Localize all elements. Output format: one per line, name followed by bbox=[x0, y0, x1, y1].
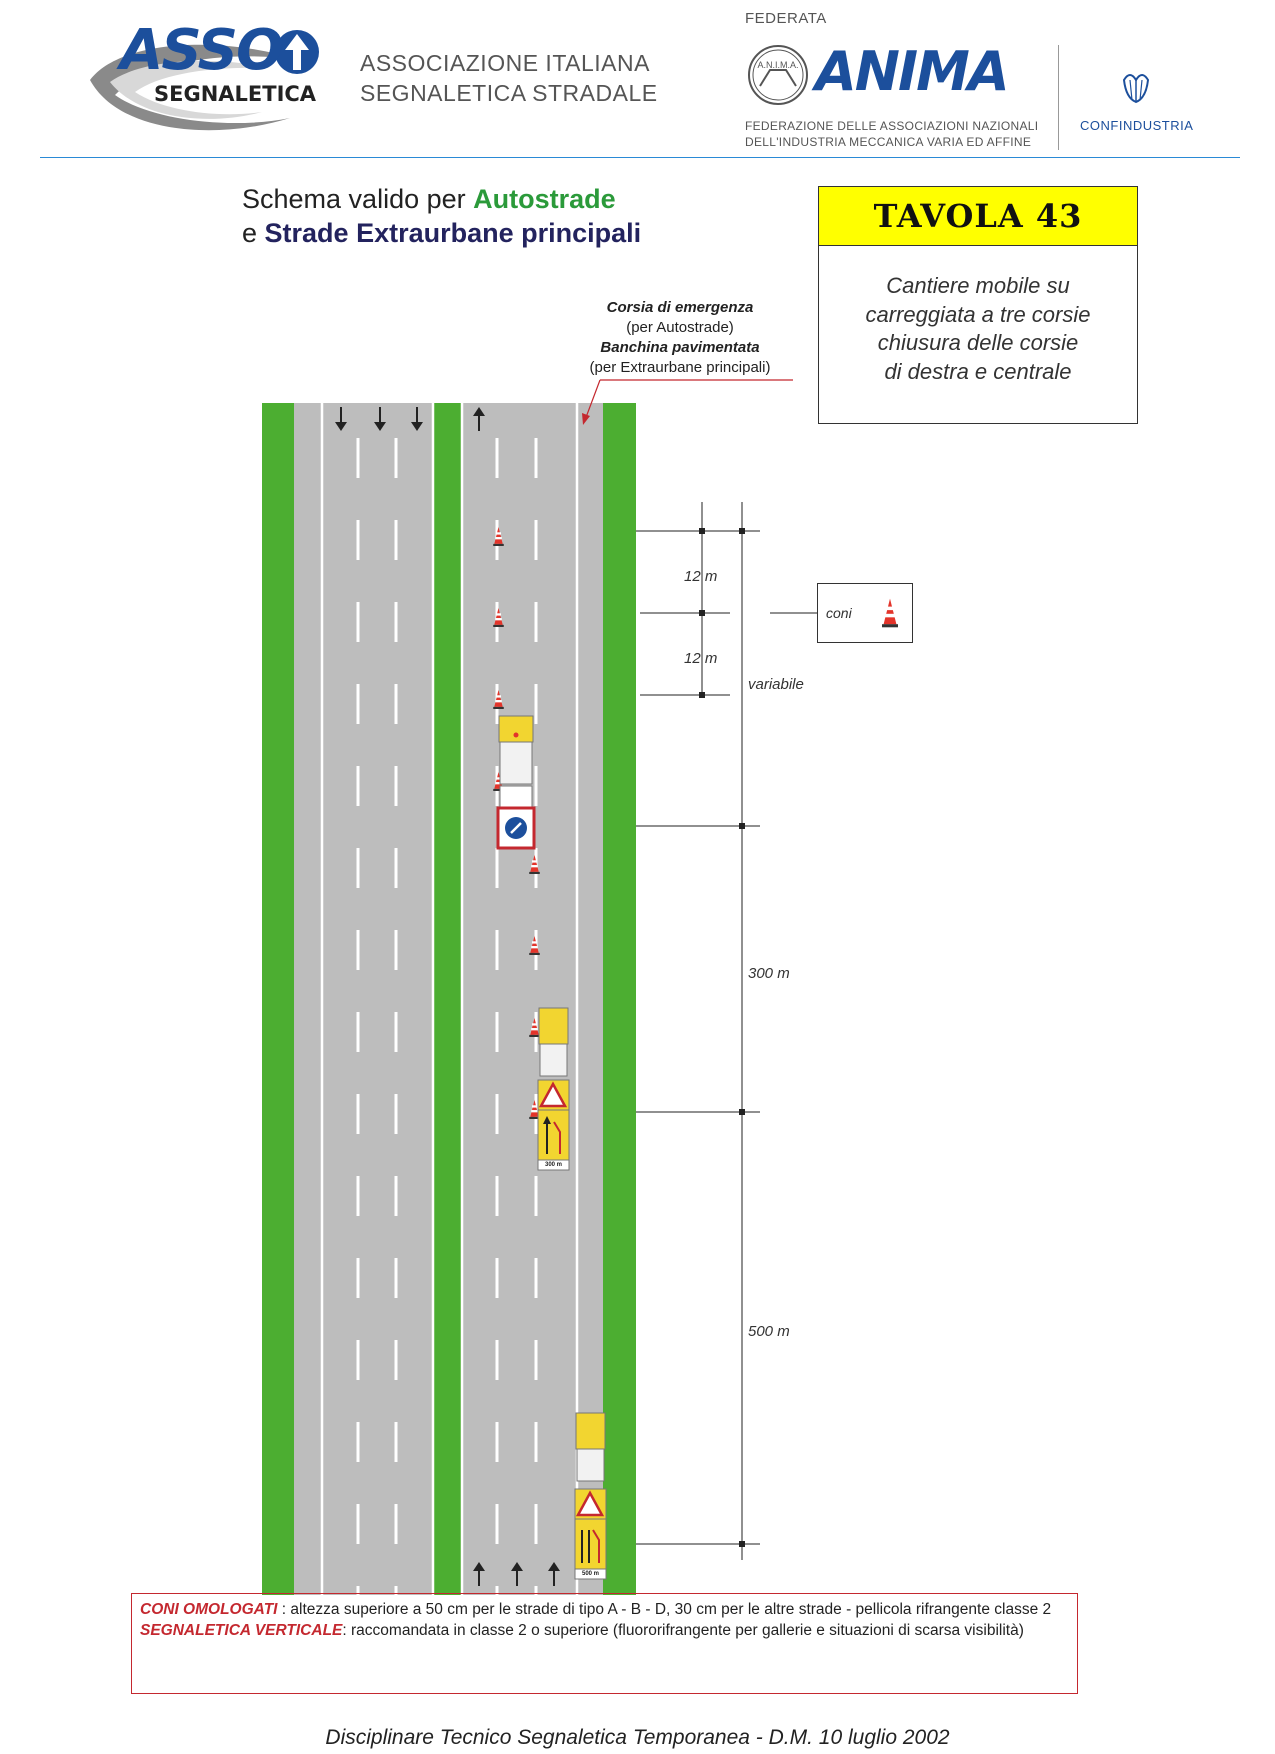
header-rule bbox=[40, 157, 1240, 158]
lane-dash bbox=[394, 438, 398, 478]
lane-dash bbox=[356, 766, 360, 806]
lane-dash bbox=[394, 1586, 398, 1626]
lane-dash bbox=[356, 1586, 360, 1626]
asso-logo bbox=[90, 30, 319, 131]
lane-dash bbox=[394, 1340, 398, 1380]
lane-dash bbox=[356, 1504, 360, 1544]
dimension-label-500m: 500 m bbox=[748, 1323, 790, 1340]
federata-label: FEDERATA bbox=[745, 10, 827, 27]
lane-dash bbox=[394, 684, 398, 724]
lane-dash bbox=[394, 1012, 398, 1052]
lane-dash bbox=[356, 930, 360, 970]
roadworks-sign-icon bbox=[538, 1081, 568, 1108]
cone-legend-label: coni bbox=[826, 605, 852, 621]
lane-dash bbox=[534, 1176, 538, 1216]
lane-dash bbox=[534, 1586, 538, 1626]
lane-dash bbox=[356, 520, 360, 560]
lane-dash bbox=[394, 1094, 398, 1134]
header-separator bbox=[1058, 45, 1059, 150]
lane-dash bbox=[495, 1340, 499, 1380]
lane-dash bbox=[394, 1258, 398, 1298]
panel-300m-label: 300 m bbox=[544, 1162, 562, 1168]
lane-dash bbox=[495, 438, 499, 478]
footer-reference: Disciplinare Tecnico Segnaletica Tempora… bbox=[325, 1726, 950, 1749]
dimension-label-12m-2: 12 m bbox=[684, 650, 718, 667]
left-grass bbox=[262, 403, 294, 1595]
dimension-label-12m-1: 12 m bbox=[684, 568, 718, 585]
median-grass bbox=[434, 403, 461, 1595]
lane-dash bbox=[394, 1422, 398, 1462]
road-plan bbox=[262, 403, 636, 1626]
confindustria-emblem-icon bbox=[1122, 74, 1150, 104]
notes-box bbox=[131, 1593, 1078, 1694]
lane-dash bbox=[394, 602, 398, 642]
lane-dash bbox=[534, 1422, 538, 1462]
tavola-description: Cantiere mobile su carreggiata a tre cor… bbox=[865, 273, 1091, 384]
note-coni-omologati: CONI OMOLOGATI : altezza superiore a 50 … bbox=[140, 1601, 1052, 1618]
right-carriageway bbox=[461, 403, 603, 1595]
signal-vehicle-3 bbox=[574, 1412, 607, 1580]
lane-dash bbox=[356, 684, 360, 724]
lane-dash bbox=[394, 1176, 398, 1216]
lane-dash bbox=[534, 602, 538, 642]
asso-logo-text: ASSO bbox=[120, 18, 284, 83]
anima-seal bbox=[748, 45, 808, 105]
lane-dash bbox=[356, 1340, 360, 1380]
right-grass bbox=[603, 403, 636, 1595]
protection-vehicle-1 bbox=[496, 715, 536, 850]
dimension-ticks bbox=[699, 528, 745, 1547]
lane-dash bbox=[495, 930, 499, 970]
note-segnaletica-verticale: SEGNALETICA VERTICALE: raccomandata in c… bbox=[140, 1622, 1024, 1639]
lane-dash bbox=[495, 1176, 499, 1216]
lane-dash bbox=[394, 1504, 398, 1544]
page-title: Schema valido per Autostrade e Strade Ex… bbox=[242, 184, 642, 248]
tavola-heading: TAVOLA 43 bbox=[819, 187, 1137, 246]
cone-legend-box bbox=[817, 583, 913, 643]
anima-seal-text: A.N.I.M.A. bbox=[757, 60, 799, 70]
lane-dash bbox=[495, 848, 499, 888]
lane-dash bbox=[495, 1094, 499, 1134]
confindustria-label: CONFINDUSTRIA bbox=[1080, 118, 1194, 133]
lane-dash bbox=[356, 848, 360, 888]
lane-dash bbox=[495, 1012, 499, 1052]
lane-dash bbox=[356, 602, 360, 642]
cone-icon bbox=[882, 598, 898, 628]
dimension-lines bbox=[636, 502, 817, 1560]
lane-dash bbox=[356, 1258, 360, 1298]
lane-dash bbox=[534, 1258, 538, 1298]
lane-dash bbox=[495, 1504, 499, 1544]
lane-dash bbox=[356, 438, 360, 478]
lane-dash bbox=[356, 1094, 360, 1134]
left-carriageway bbox=[294, 403, 434, 1595]
emergency-lane-note: Corsia di emergenza (per Autostrade) Ban… bbox=[589, 299, 771, 376]
lane-dash bbox=[534, 520, 538, 560]
lane-dash bbox=[534, 1504, 538, 1544]
lane-dash bbox=[534, 684, 538, 724]
lane-dash bbox=[534, 438, 538, 478]
dimension-label-300m: 300 m bbox=[748, 965, 790, 982]
panel-500m-label: 500 m bbox=[581, 1571, 599, 1577]
lane-dash bbox=[394, 766, 398, 806]
anima-subtitle: FEDERAZIONE DELLE ASSOCIAZIONI NAZIONALI… bbox=[745, 119, 1039, 149]
anima-logo: ANIMA bbox=[815, 40, 1010, 103]
lane-dash bbox=[356, 1176, 360, 1216]
lane-dash bbox=[394, 520, 398, 560]
roadworks-sign-icon bbox=[575, 1490, 605, 1517]
lane-dash bbox=[356, 1422, 360, 1462]
lane-dash bbox=[394, 930, 398, 970]
lane-dash bbox=[495, 1422, 499, 1462]
lane-dash bbox=[534, 766, 538, 806]
lane-dash bbox=[495, 1586, 499, 1626]
arrow-up-icon bbox=[285, 34, 309, 70]
lane-dash bbox=[356, 1012, 360, 1052]
dimension-label-variabile: variabile bbox=[748, 676, 804, 693]
emergency-pointer bbox=[582, 379, 793, 425]
signal-vehicle-2 bbox=[537, 1007, 570, 1171]
lane-dash bbox=[534, 1340, 538, 1380]
lane-dash bbox=[394, 848, 398, 888]
asso-logo-subtext: SEGNALETICA bbox=[154, 82, 317, 106]
asso-full-name: ASSOCIAZIONE ITALIANA SEGNALETICA STRADA… bbox=[360, 50, 658, 106]
lane-dash bbox=[495, 1258, 499, 1298]
